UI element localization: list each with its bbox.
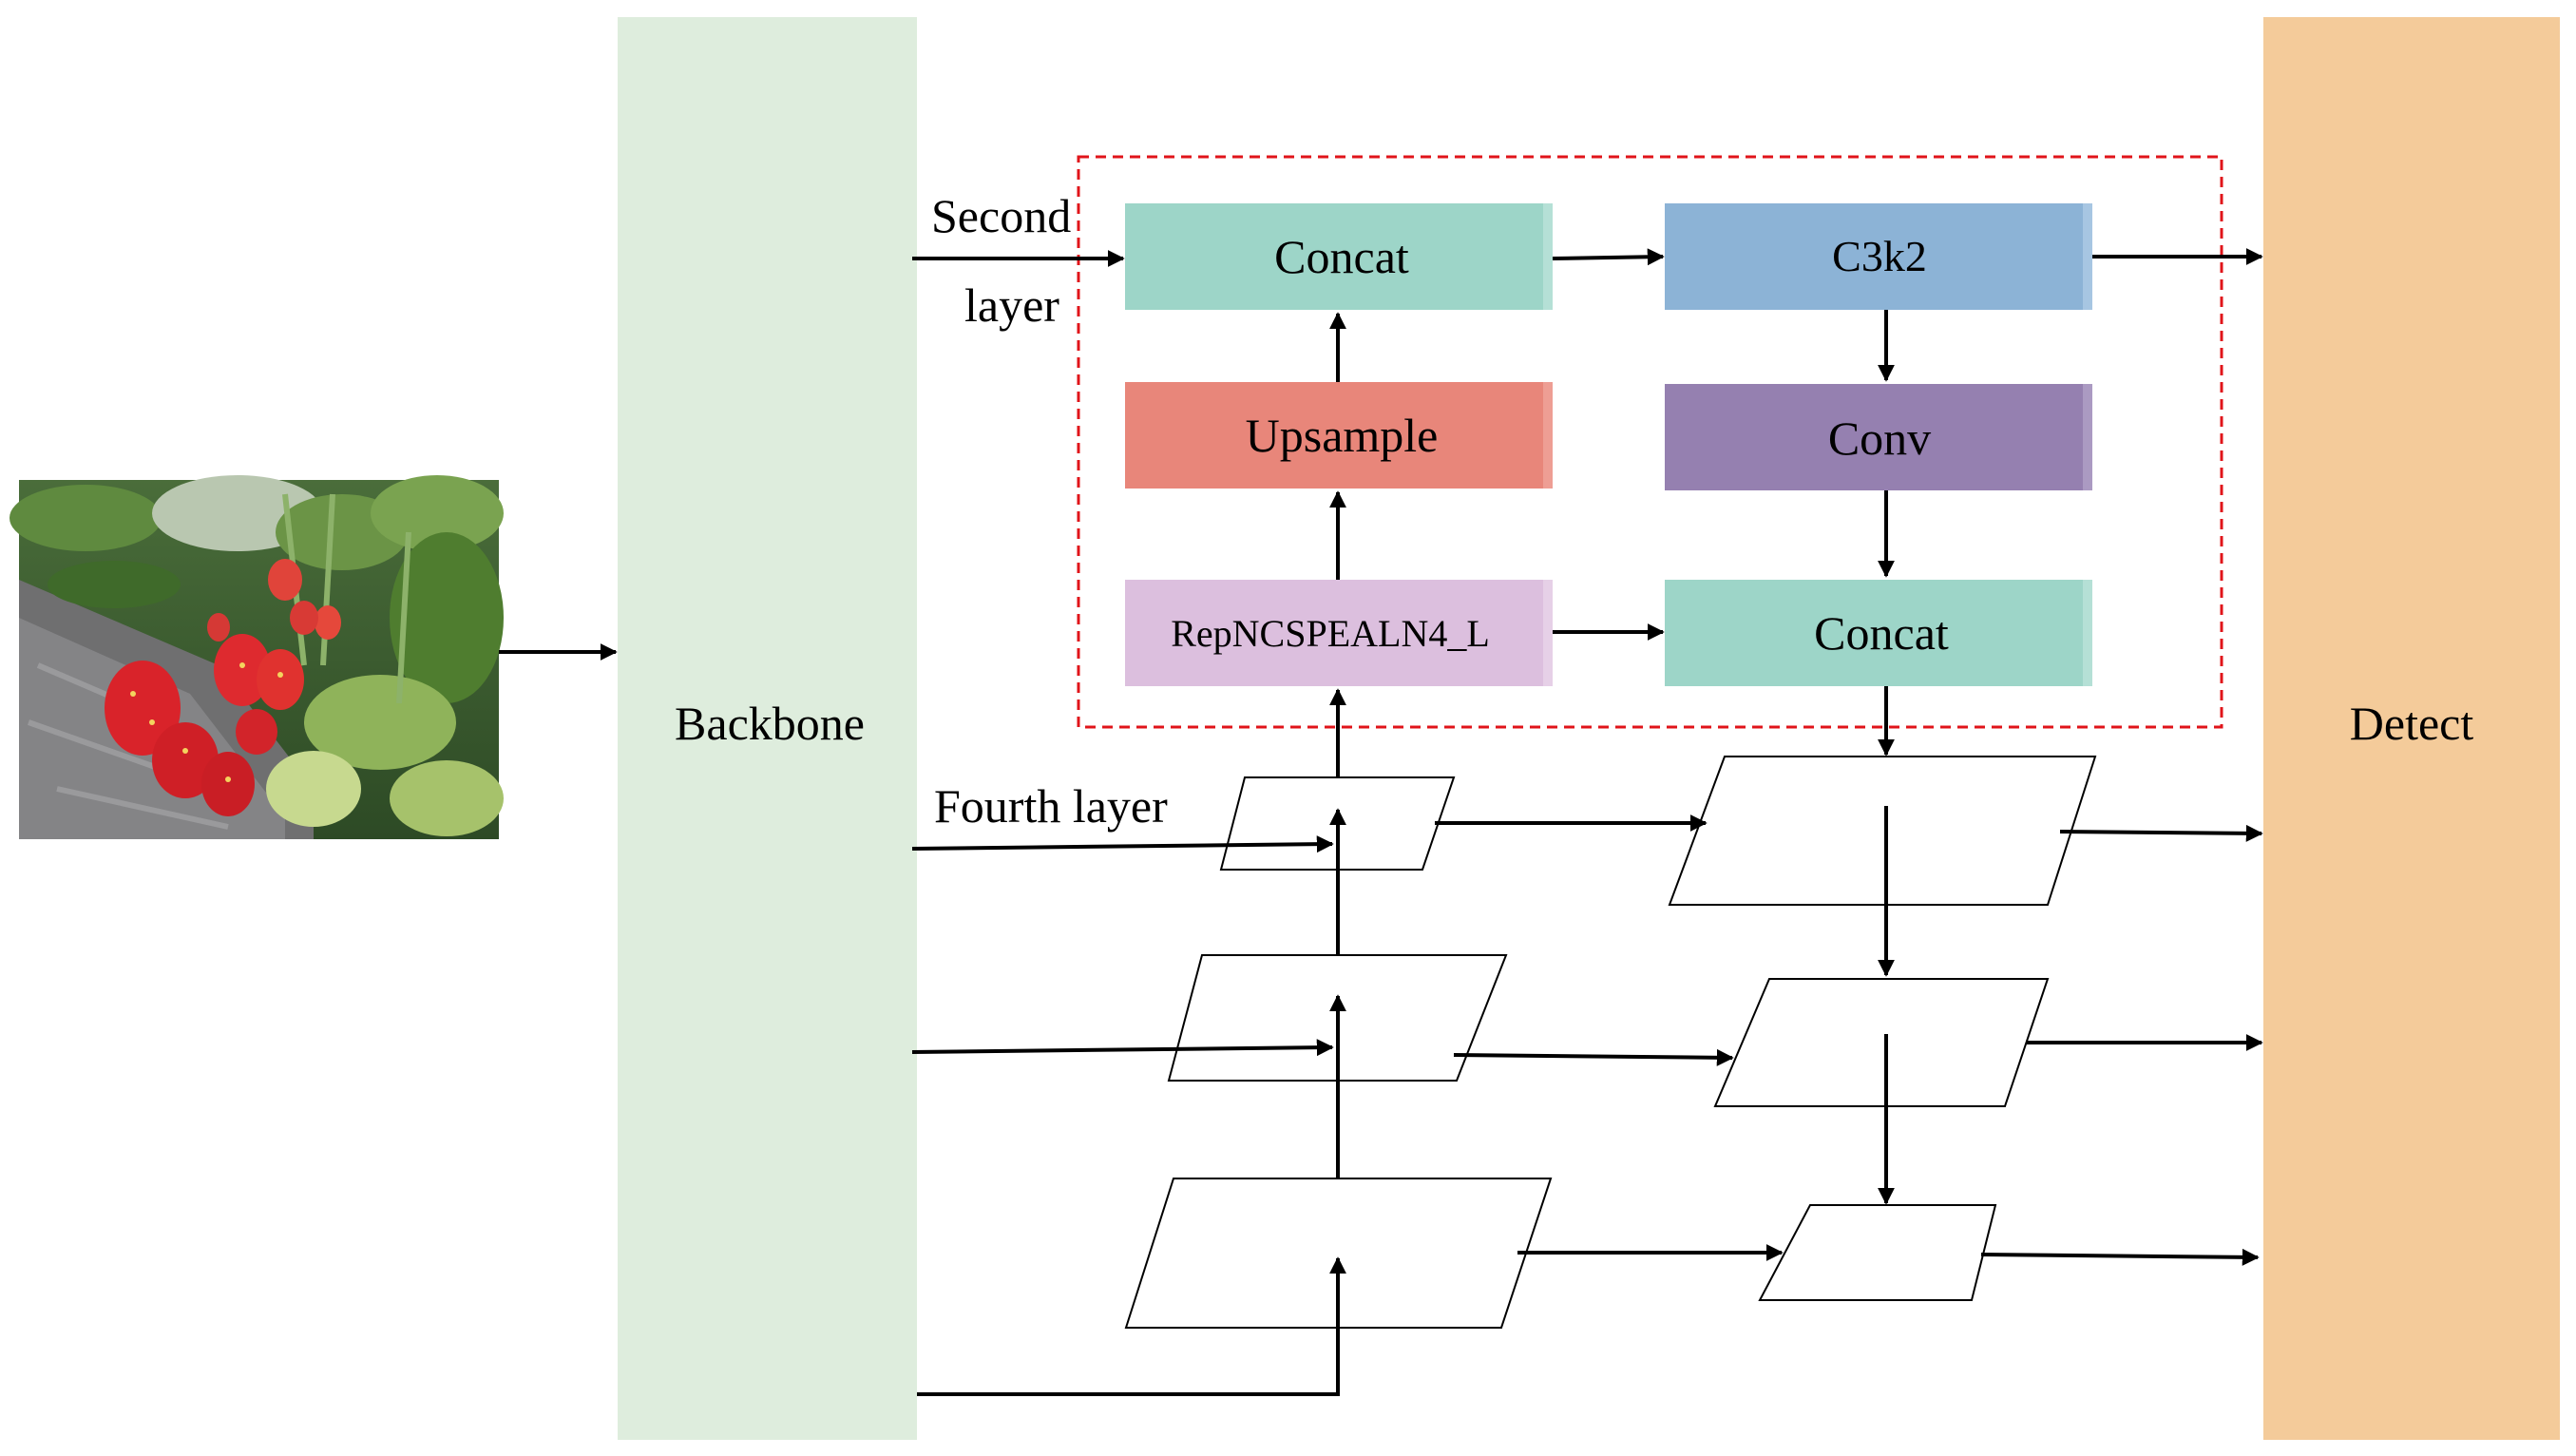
second-layer-label-line2: layer: [964, 278, 1059, 332]
feature-map-right-small: [1758, 1204, 1997, 1301]
c3k2-label: C3k2: [1832, 232, 1927, 280]
neck-highlight-box: [1077, 155, 2223, 729]
conv-label: Conv: [1828, 412, 1931, 465]
fourth-layer-label: Fourth layer: [934, 779, 1168, 833]
repncspelan-label: RepNCSPEALN4_L: [1171, 612, 1490, 655]
second-layer-label-line1: Second: [931, 189, 1071, 242]
module-concat-bottom: Concat: [1665, 580, 2092, 686]
backbone-block: [618, 17, 917, 1440]
module-concat-top: Concat: [1125, 203, 1553, 310]
feature-map-right-large: [1668, 756, 2097, 906]
detect-block: [2263, 17, 2560, 1440]
concat-top-label: Concat: [1274, 230, 1409, 283]
feature-map-right-medium: [1713, 978, 2050, 1107]
module-upsample: Upsample: [1125, 382, 1553, 489]
concat-bottom-label: Concat: [1814, 606, 1949, 660]
connection-arrows: [499, 248, 2263, 1396]
detect-label: Detect: [2350, 697, 2474, 750]
backbone-label: Backbone: [675, 697, 865, 750]
module-repncspelan: RepNCSPEALN4_L: [1125, 580, 1553, 686]
module-c3k2: C3k2: [1665, 203, 2092, 310]
feature-map-left-large: [1124, 1178, 1553, 1329]
input-strawberry-image: [10, 475, 504, 839]
module-conv: Conv: [1665, 384, 2092, 490]
upsample-label: Upsample: [1246, 409, 1439, 462]
